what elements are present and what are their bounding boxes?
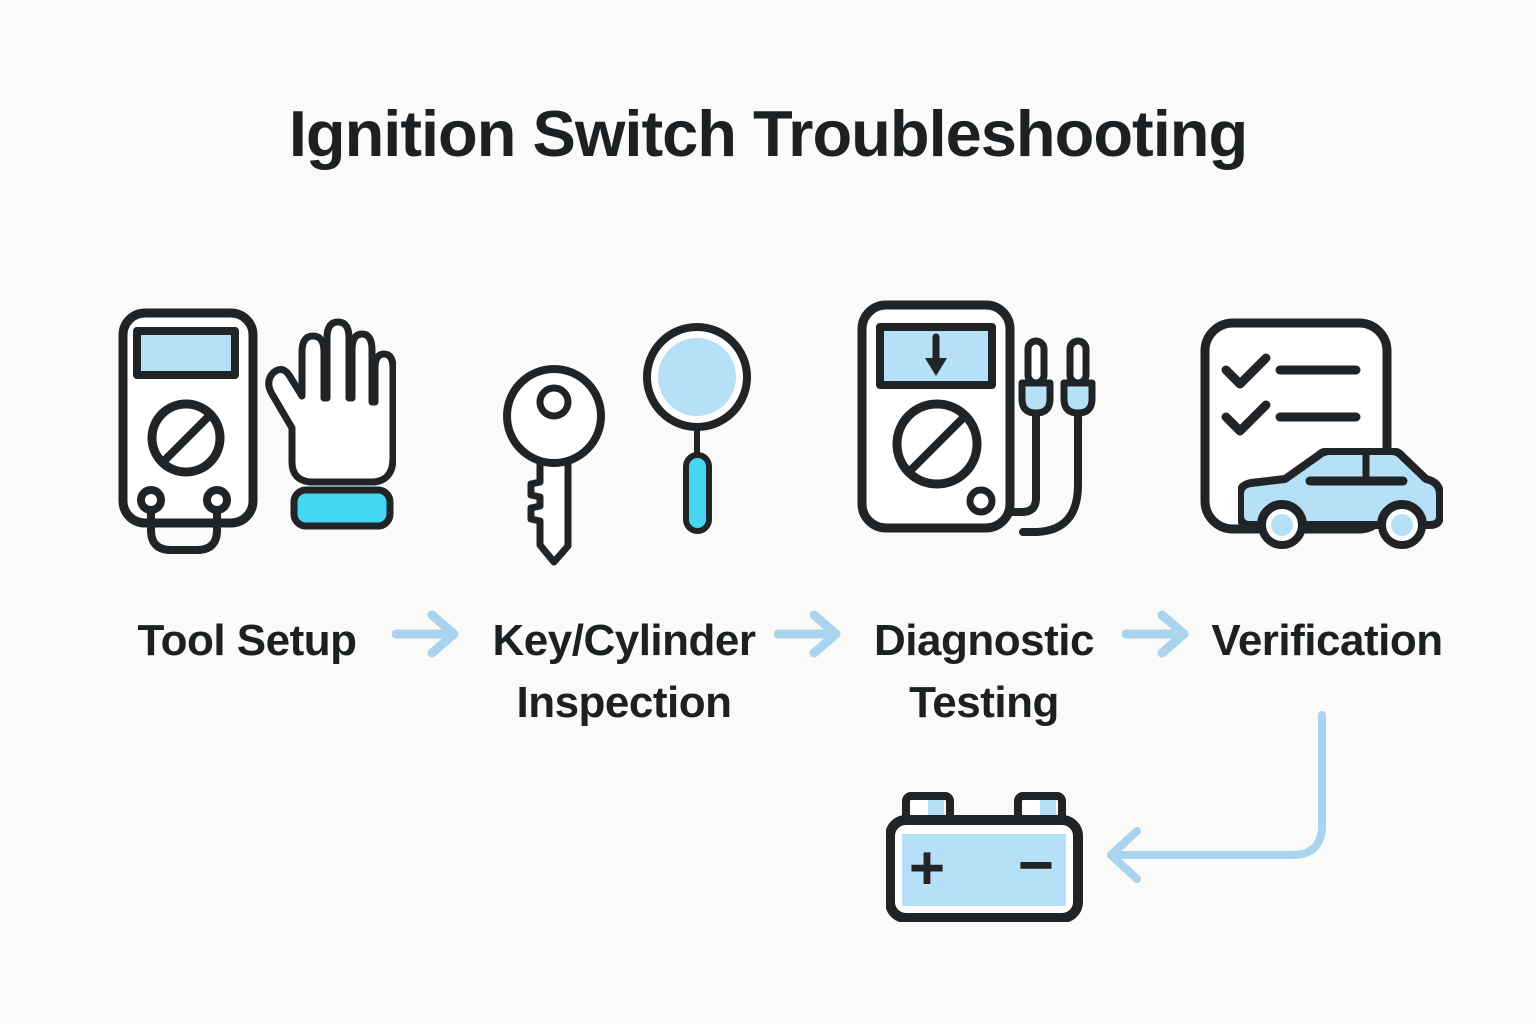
step-label-verification: Verification	[1117, 610, 1536, 672]
magnifier-icon	[643, 323, 751, 534]
page-title: Ignition Switch Troubleshooting	[288, 97, 1248, 170]
step-label-line: Inspection	[516, 678, 732, 727]
elbow-arrow-left-icon	[1107, 711, 1326, 883]
arrow-right-icon	[392, 610, 459, 658]
step-label-tool-setup: Tool Setup	[37, 610, 457, 672]
safety-glove-icon	[265, 318, 396, 530]
multimeter-icon	[118, 308, 258, 554]
arrow-right-icon	[1122, 610, 1189, 658]
key-icon	[503, 365, 605, 566]
step-label-line: Diagnostic	[874, 616, 1094, 665]
car-icon	[1238, 448, 1443, 549]
step-label-line: Key/Cylinder	[492, 616, 756, 665]
car-battery-icon: + −	[886, 792, 1083, 922]
step-label-key-cylinder-inspection: Key/Cylinder Inspection	[414, 610, 834, 734]
step-label-line: Testing	[909, 678, 1059, 727]
step-label-diagnostic-testing: Diagnostic Testing	[774, 610, 1194, 734]
step-label-line: Verification	[1211, 616, 1443, 665]
step-label-line: Tool Setup	[137, 616, 357, 665]
battery-minus-label: −	[1018, 831, 1054, 900]
arrow-right-icon	[774, 610, 841, 658]
multimeter-probes-icon	[857, 300, 1096, 536]
battery-plus-label: +	[909, 834, 945, 903]
